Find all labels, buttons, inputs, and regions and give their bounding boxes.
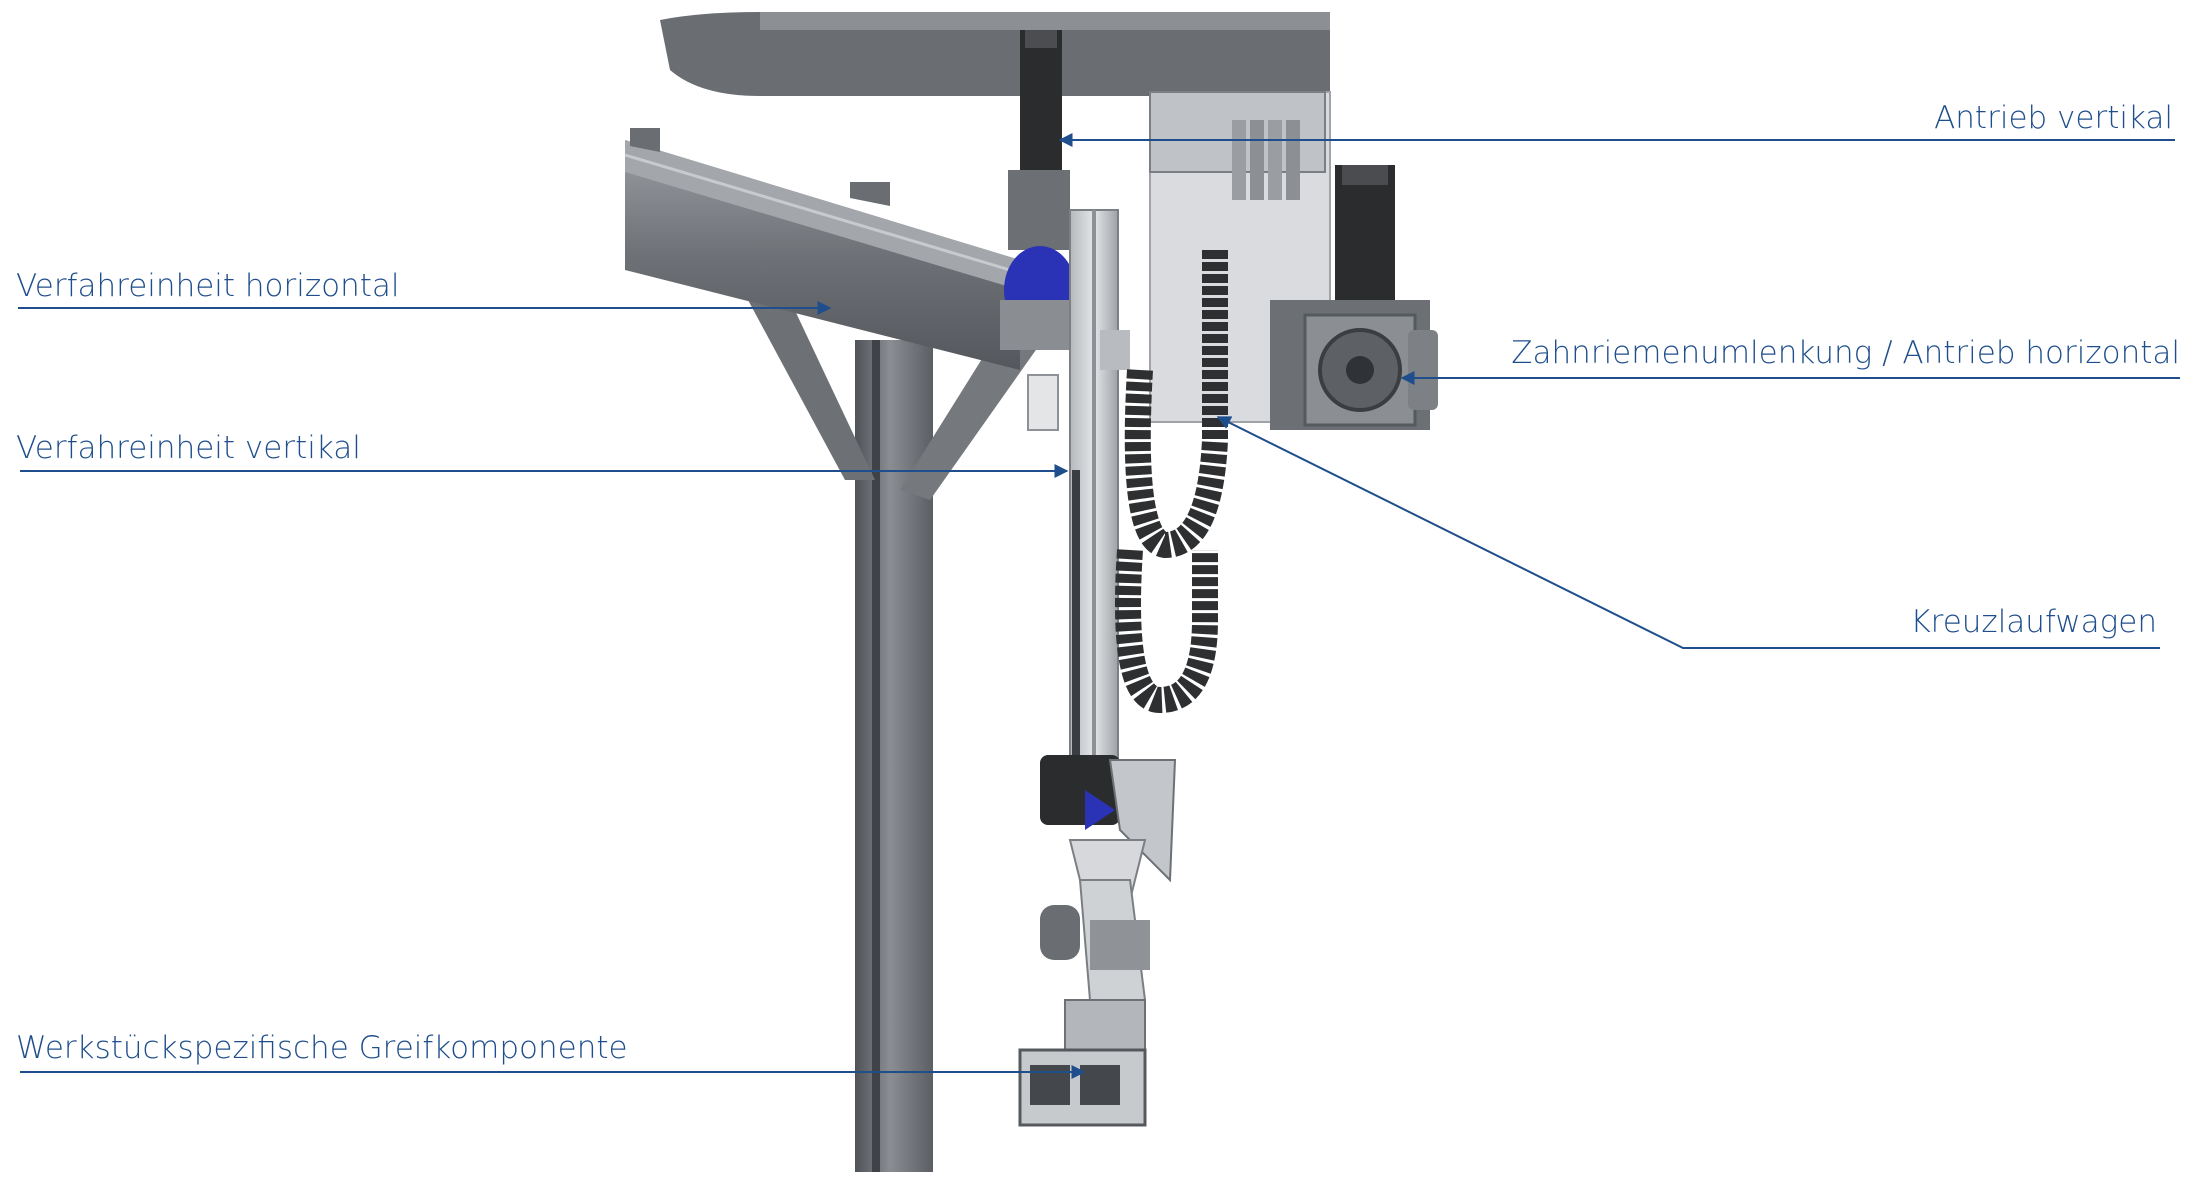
beam-rail-line <box>624 153 1011 272</box>
label-verfahreinheit-vertikal: Verfahreinheit vertikal <box>16 430 361 466</box>
right-brace <box>900 330 1050 500</box>
vertical-motor <box>1020 30 1062 170</box>
cable-chain-upper <box>1124 250 1228 559</box>
label-kreuzlaufwagen: Kreuzlaufwagen <box>1910 604 2157 640</box>
vertical-gearbox <box>1008 170 1070 250</box>
rail-groove <box>1092 210 1096 770</box>
beam-bracket-1 <box>630 128 660 152</box>
gripper-bracket <box>1108 759 1177 883</box>
pulley-hub <box>1346 356 1374 384</box>
carriage-side-plate <box>1027 374 1059 431</box>
label-verfahreinheit-horizontal: Verfahreinheit horizontal <box>16 268 400 304</box>
vertical-motor-cap <box>1025 30 1057 48</box>
gripper-jaw-right <box>1080 1065 1120 1105</box>
gripper-cylinder <box>1040 905 1080 960</box>
left-brace <box>748 300 875 480</box>
leader-lines <box>18 133 2180 1079</box>
vertical-post-edge <box>872 340 880 1172</box>
gripper-base <box>1064 999 1146 1056</box>
label-antrieb-vertikal: Antrieb vertikal <box>1934 100 2173 136</box>
leader-kreuzlaufwagen <box>1216 416 2160 649</box>
beam-bracket-2 <box>850 182 890 206</box>
valve-stack <box>1232 120 1300 200</box>
rail-clamp <box>1100 330 1130 370</box>
horizontal-motor-cap <box>1342 165 1388 185</box>
actuator-blue-mark <box>1085 790 1115 830</box>
label-zahnriemenumlenkung: Zahnriemenumlenkung / Antrieb horizontal <box>1511 335 2180 371</box>
pulley-cap <box>1408 330 1438 410</box>
cable-chain-lower <box>1115 549 1218 714</box>
rack-strip <box>1072 470 1080 770</box>
horizontal-motor <box>1335 165 1395 300</box>
gripper-joint <box>1090 920 1150 970</box>
label-greifkomponente: Werkstückspezifische Greifkomponente <box>16 1030 628 1066</box>
top-rear-beam <box>660 12 1330 96</box>
top-rear-beam-highlight <box>760 12 1330 30</box>
